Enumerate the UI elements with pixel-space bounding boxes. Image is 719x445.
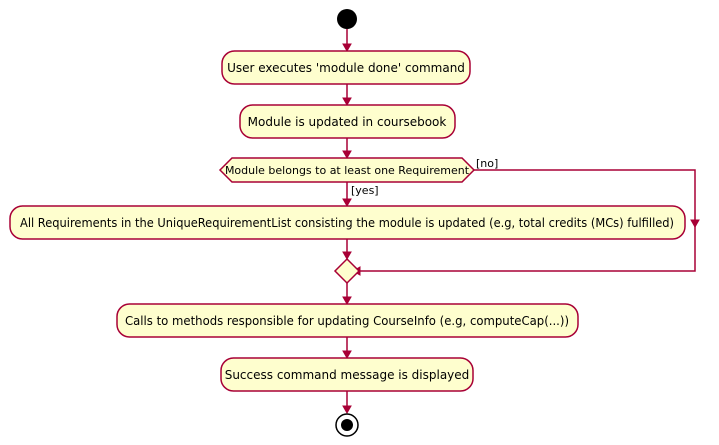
arrowhead-end (342, 405, 352, 415)
activity-execute-command (221, 50, 471, 85)
decision-label: Module belongs to at least one Requireme… (225, 164, 470, 177)
start-node (337, 9, 357, 29)
arrowhead-decision (342, 150, 352, 160)
guard-yes: [yes] (351, 184, 379, 197)
arrowhead-update (342, 97, 352, 107)
arrowhead-no-down (690, 219, 700, 229)
arrowhead-requirements (342, 198, 352, 208)
end-node-inner (341, 419, 353, 431)
arrowhead-merge (342, 251, 352, 261)
activity-success-message-label: Success command message is displayed (225, 368, 470, 382)
merge-node (333, 257, 361, 285)
activity-update-requirements-label: All Requirements in the UniqueRequiremen… (20, 216, 674, 230)
arrowhead-success (342, 350, 352, 360)
arrowhead-execute (342, 43, 352, 53)
activity-calls-methods-label: Calls to methods responsible for updatin… (125, 314, 569, 328)
guard-no: [no] (476, 157, 498, 170)
arrowhead-calls (342, 296, 352, 306)
activity-execute-command-label: User executes 'module done' command (227, 61, 465, 75)
activity-update-coursebook-label: Module is updated in coursebook (248, 115, 447, 129)
